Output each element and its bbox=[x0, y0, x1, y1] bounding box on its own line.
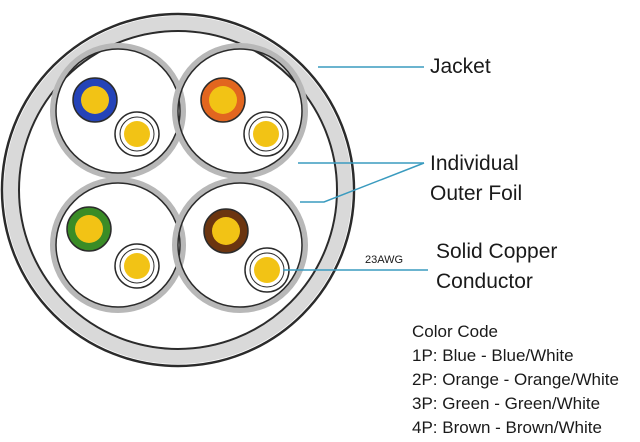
pair-1-foil bbox=[50, 43, 186, 179]
jacket-label: Jacket bbox=[430, 55, 491, 78]
pair-4-conductor-white bbox=[254, 257, 280, 283]
pair-4-foil bbox=[172, 177, 308, 313]
conductor-label-line2: Conductor bbox=[436, 270, 533, 293]
pair-2-foil bbox=[172, 43, 308, 179]
color-code-pair-1: 1P: Blue - Blue/White bbox=[412, 346, 574, 365]
inner-jacket-edge bbox=[18, 30, 338, 350]
pair-3-green bbox=[50, 177, 186, 313]
gauge-label: 23AWG bbox=[365, 254, 404, 266]
pair-3-conductor-colored bbox=[75, 215, 103, 243]
pair-2-orange bbox=[172, 43, 308, 179]
pair-3-foil bbox=[50, 177, 186, 313]
color-code-pair-4: 4P: Brown - Brown/White bbox=[412, 418, 602, 437]
color-code-pair-3: 3P: Green - Green/White bbox=[412, 394, 601, 413]
pair-1-conductor-colored bbox=[81, 86, 109, 114]
conductor-label-line1: Solid Copper bbox=[436, 240, 558, 263]
foil-leader-line-lower bbox=[300, 162, 425, 203]
pair-3-conductor-white bbox=[124, 253, 150, 279]
pair-1-conductor-white bbox=[124, 121, 150, 147]
jacket-band bbox=[4, 16, 352, 364]
foil-label-line2: Outer Foil bbox=[430, 182, 523, 205]
foil-label-line1: Individual bbox=[430, 152, 519, 175]
pair-4-brown bbox=[172, 177, 308, 313]
color-code-pair-2: 2P: Orange - Orange/White bbox=[412, 370, 619, 389]
pair-4-conductor-colored bbox=[212, 217, 240, 245]
pair-1-blue bbox=[50, 43, 186, 179]
pair-2-conductor-colored bbox=[209, 86, 237, 114]
pair-2-conductor-white bbox=[253, 121, 279, 147]
color-code-title: Color Code bbox=[412, 322, 498, 341]
